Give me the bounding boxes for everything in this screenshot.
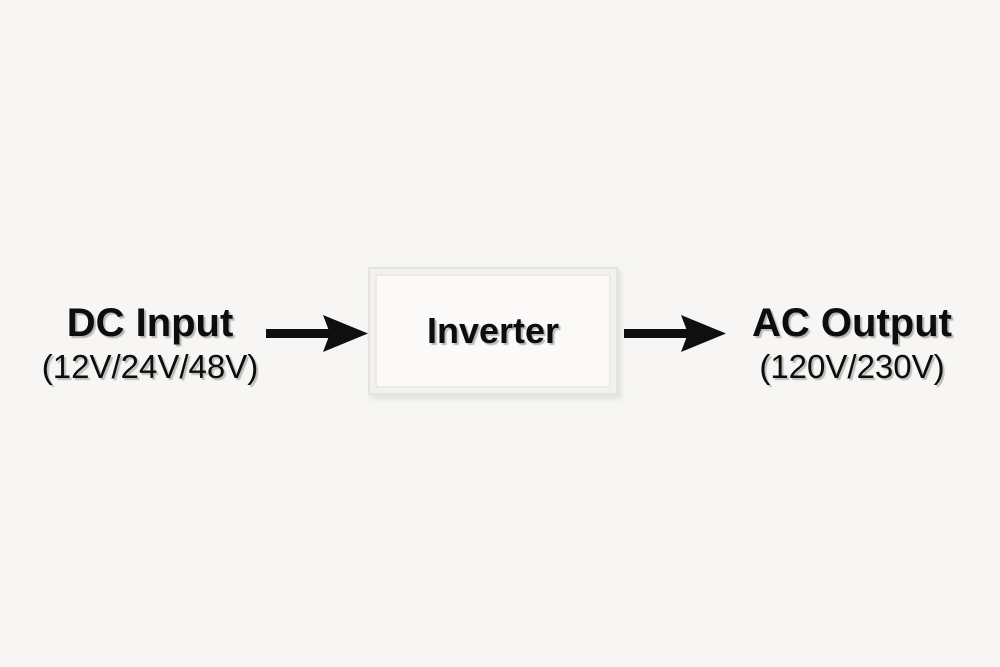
dc-input-node: DC Input (12V/24V/48V) xyxy=(20,300,280,387)
arrow-right-icon xyxy=(266,315,368,352)
dc-input-voltages: (12V/24V/48V) xyxy=(41,348,259,385)
ac-output-label: AC Output xyxy=(752,301,952,345)
ac-output-voltages: (120V/230V) xyxy=(759,348,945,385)
inverter-node-frame: Inverter xyxy=(375,274,611,388)
ac-output-node: AC Output (120V/230V) xyxy=(722,300,982,387)
inverter-node: Inverter xyxy=(368,267,618,395)
dc-input-label: DC Input xyxy=(66,301,234,345)
arrow-right-icon xyxy=(624,315,726,352)
inverter-label: Inverter xyxy=(426,310,560,351)
